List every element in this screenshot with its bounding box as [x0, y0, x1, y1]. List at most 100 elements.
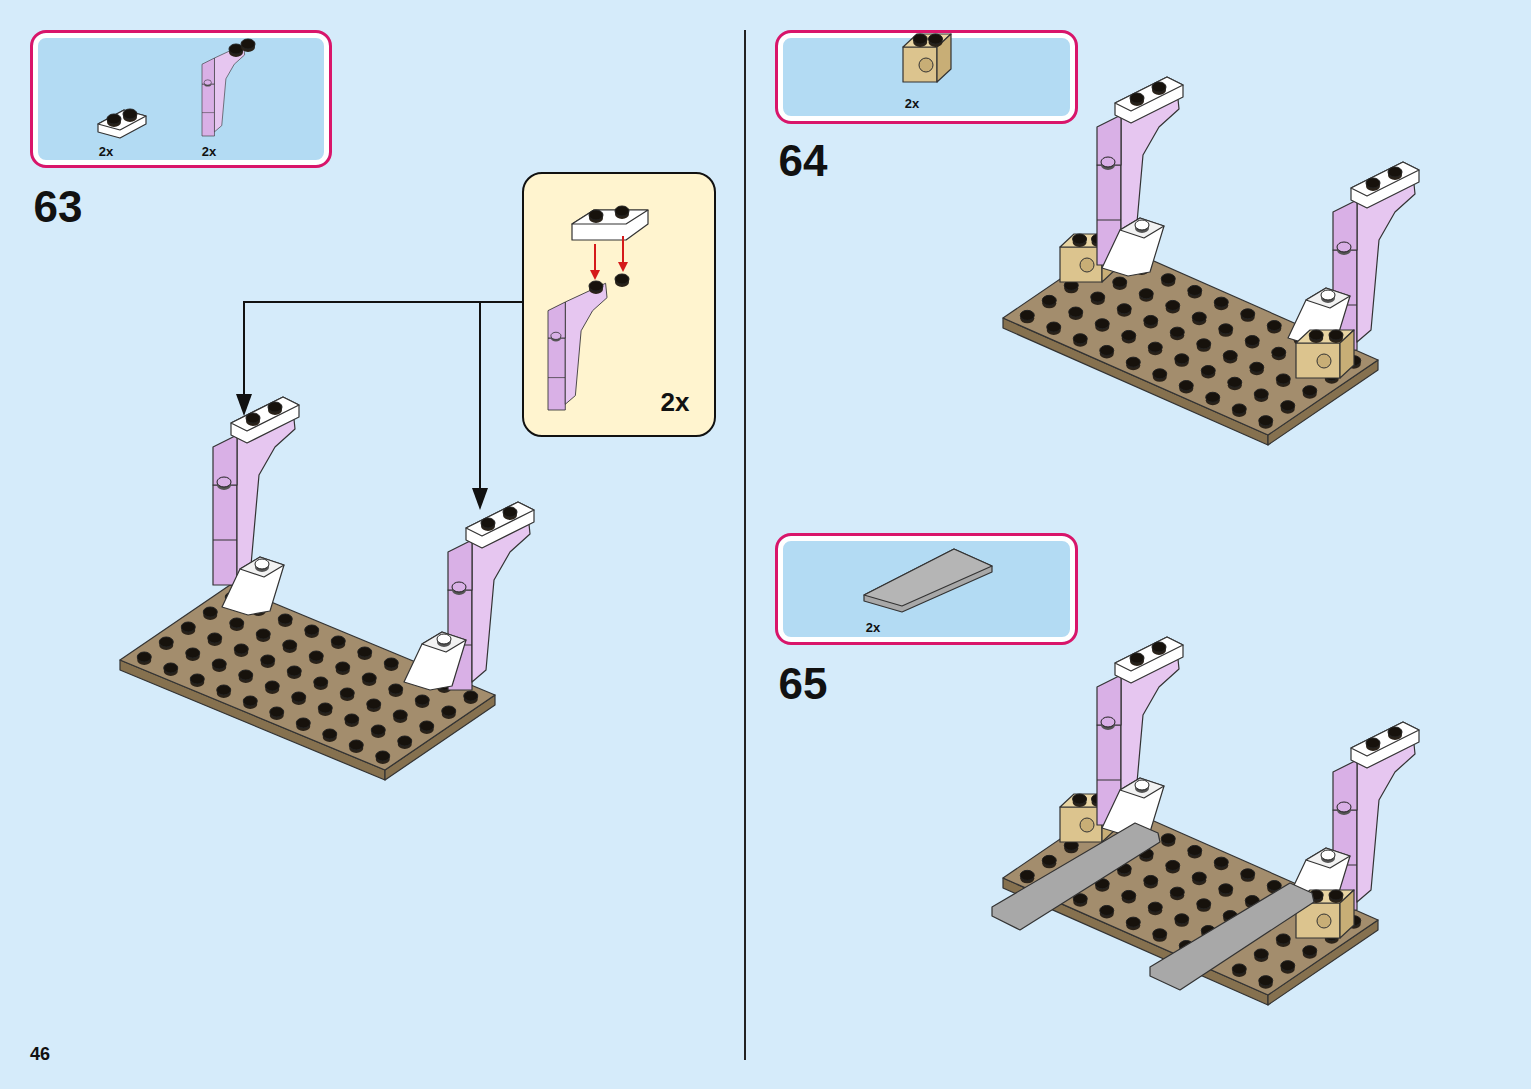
white-plate: [1115, 77, 1183, 123]
stud: [1192, 872, 1206, 882]
white-slope: [1288, 288, 1350, 346]
stud: [331, 636, 345, 646]
stud: [204, 80, 211, 85]
stud: [1259, 416, 1273, 426]
quantity-label: 2x: [661, 389, 690, 415]
brick-seam: [1097, 780, 1121, 781]
stud: [1232, 964, 1246, 974]
stud: [1254, 949, 1268, 959]
stud: [1276, 934, 1290, 944]
stud: [1100, 345, 1114, 355]
stud: [217, 477, 231, 487]
stud: [246, 413, 260, 423]
stud: [1020, 310, 1034, 320]
arch-brick: [1097, 637, 1183, 825]
stud: [1091, 292, 1105, 302]
arch-column: [213, 485, 237, 585]
stud: [1047, 322, 1061, 332]
brick-seam: [1097, 220, 1121, 221]
grey-tile: [1150, 883, 1314, 990]
stud: [1095, 319, 1109, 329]
step-65-model: [992, 637, 1419, 1005]
grey-tile: [992, 823, 1160, 930]
stud: [1214, 857, 1228, 867]
baseplate: [1003, 243, 1378, 435]
technic-hole: [1317, 354, 1331, 368]
stud: [1122, 330, 1136, 340]
white-plate: [98, 110, 146, 138]
stud: [503, 507, 517, 517]
stud: [345, 714, 359, 724]
baseplate: [120, 585, 495, 770]
stud: [1366, 738, 1380, 748]
stud: [362, 673, 376, 683]
stud: [1153, 929, 1167, 939]
stud: [1201, 366, 1215, 376]
stud: [1223, 351, 1237, 361]
stud: [1250, 362, 1264, 372]
stud: [1272, 347, 1286, 357]
stud: [283, 640, 297, 650]
stud: [217, 685, 231, 695]
white-plate-top: [1115, 637, 1183, 671]
stud: [1135, 220, 1149, 230]
arch-brick: [548, 283, 607, 410]
stud: [376, 751, 390, 761]
stud: [1101, 717, 1115, 727]
part-icon-layer: [775, 30, 1078, 124]
stud: [268, 402, 282, 412]
stud: [1122, 890, 1136, 900]
stud: [1113, 277, 1127, 287]
stud: [1197, 899, 1211, 909]
stud: [336, 662, 350, 672]
brick-seam: [213, 540, 237, 541]
brick-seam: [202, 112, 214, 113]
stud: [137, 652, 151, 662]
stud: [305, 625, 319, 635]
page-number: 46: [30, 1045, 50, 1063]
stud: [1175, 914, 1189, 924]
stud: [1388, 727, 1402, 737]
arch-brick: [1333, 722, 1419, 910]
stud: [1170, 887, 1184, 897]
stud: [1214, 297, 1228, 307]
stud: [243, 696, 257, 706]
tan-brick: [1296, 343, 1340, 378]
part-icons: [903, 34, 951, 82]
stud: [107, 114, 121, 124]
white-slope-top: [240, 557, 284, 577]
technic-hole: [1317, 914, 1331, 928]
parts-list-box: 2x: [775, 533, 1078, 645]
white-slope: [404, 632, 466, 690]
stud: [1148, 902, 1162, 912]
white-slope-top: [1120, 778, 1164, 798]
stud: [1130, 653, 1144, 663]
stud: [1321, 850, 1335, 860]
step-number: 63: [34, 185, 83, 229]
stud: [318, 703, 332, 713]
stud: [1228, 377, 1242, 387]
stud: [1139, 289, 1153, 299]
stud: [1219, 884, 1233, 894]
white-slope-top: [1120, 218, 1164, 238]
part-icons: [864, 549, 992, 612]
stud: [1281, 961, 1295, 971]
stud: [1175, 354, 1189, 364]
arch-brick: [202, 44, 245, 136]
stud: [1020, 870, 1034, 880]
stud: [1101, 157, 1115, 167]
stud: [1329, 330, 1343, 340]
stud: [314, 677, 328, 687]
white-plate: [1351, 722, 1419, 768]
placement-arrow: [479, 302, 481, 490]
stud: [1337, 802, 1351, 812]
stud: [615, 206, 629, 216]
stud: [1192, 312, 1206, 322]
stud: [1388, 167, 1402, 177]
parts-list-box: 2x: [775, 30, 1078, 124]
stud: [241, 39, 255, 49]
stud: [1197, 339, 1211, 349]
stud: [230, 618, 244, 628]
stud: [589, 281, 603, 291]
placement-arrows: [236, 302, 522, 510]
